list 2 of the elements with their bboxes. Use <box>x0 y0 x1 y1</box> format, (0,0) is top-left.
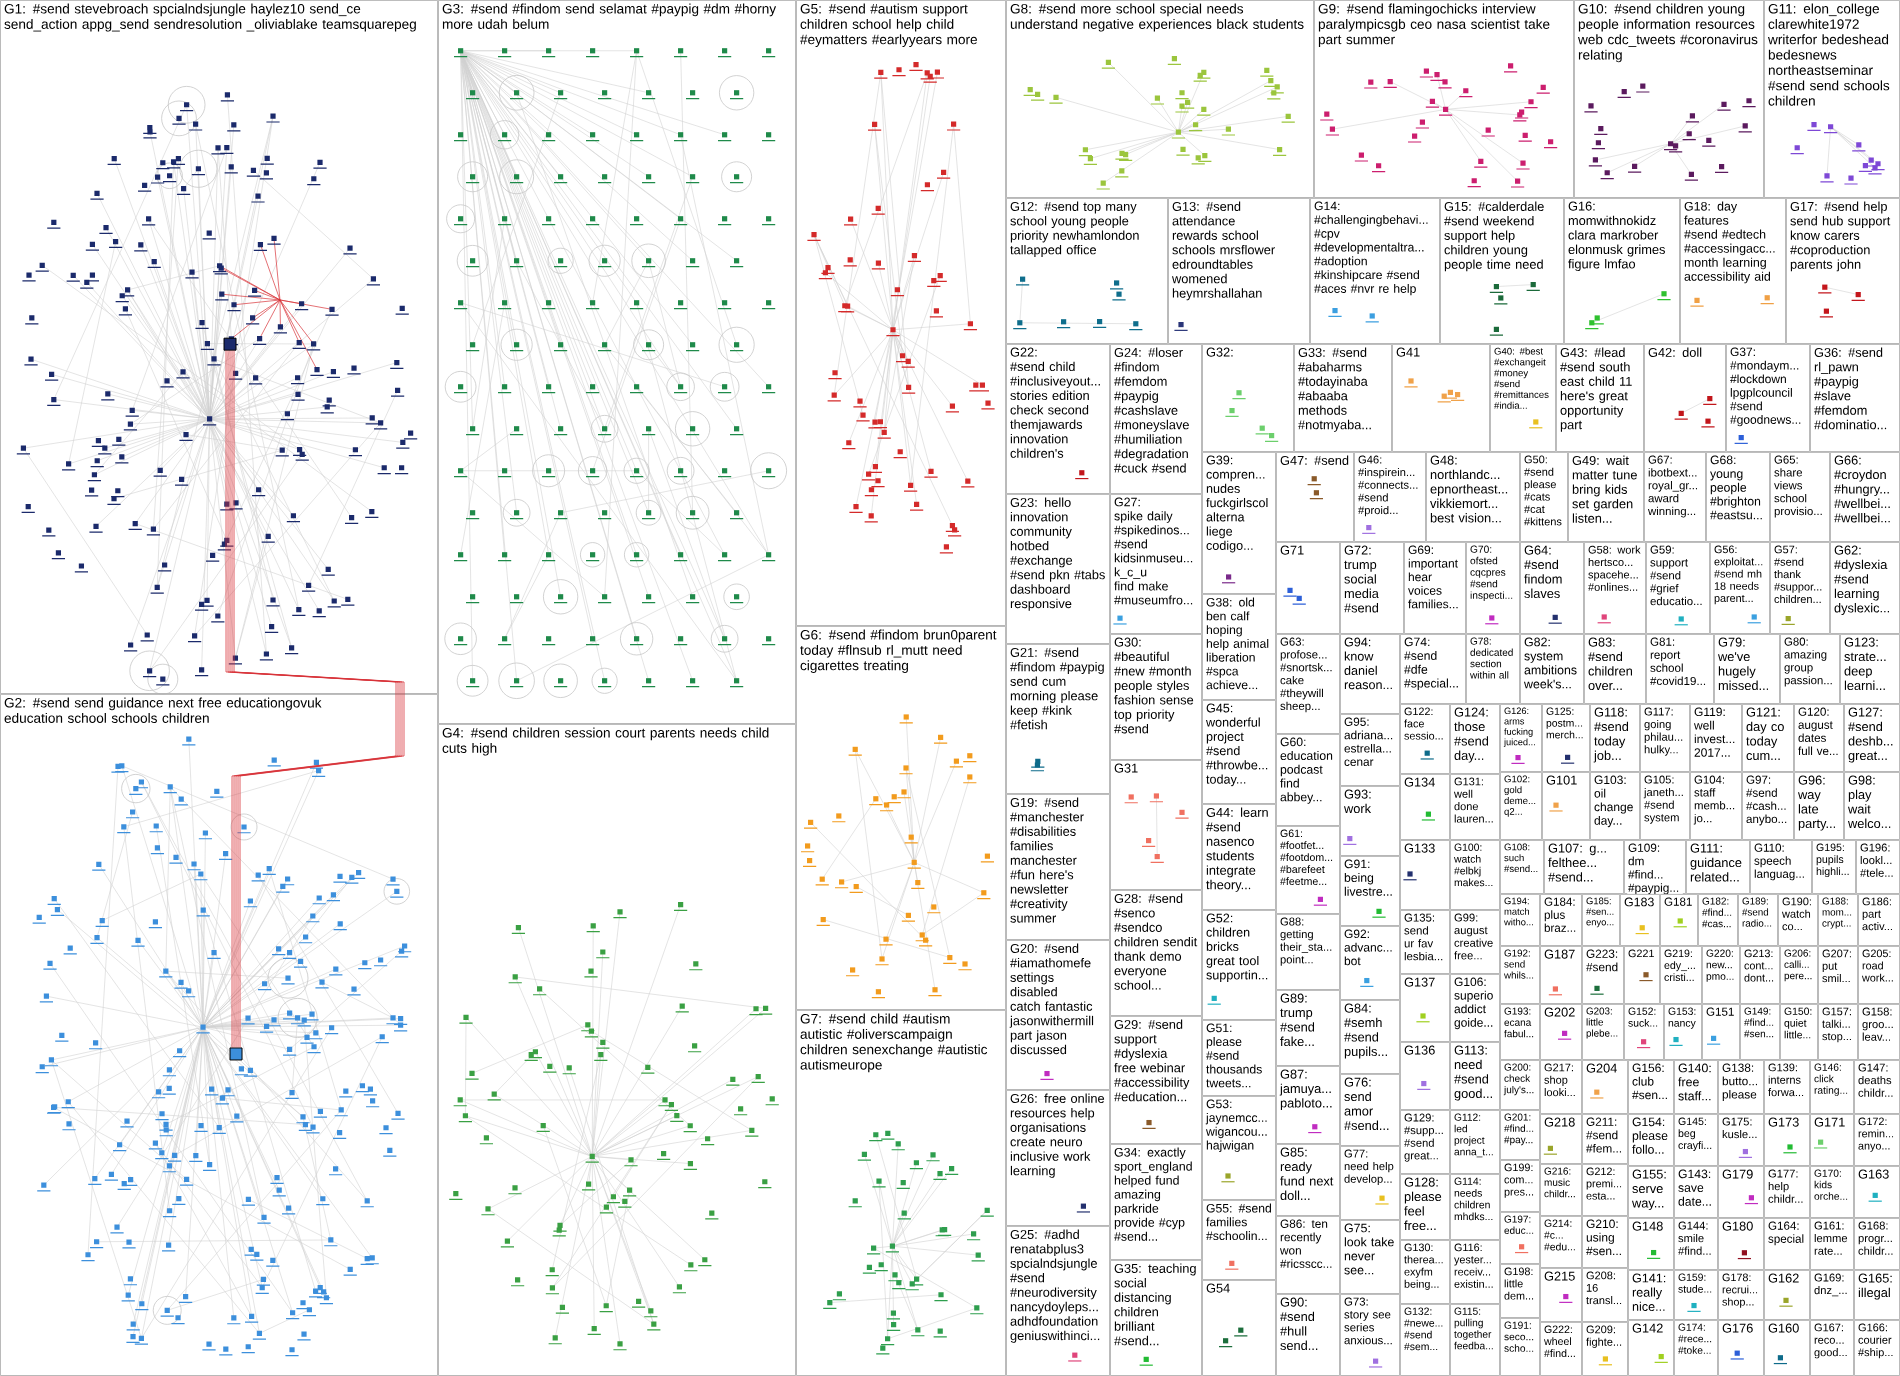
vertex-square <box>229 1047 243 1061</box>
connector <box>225 350 405 1048</box>
